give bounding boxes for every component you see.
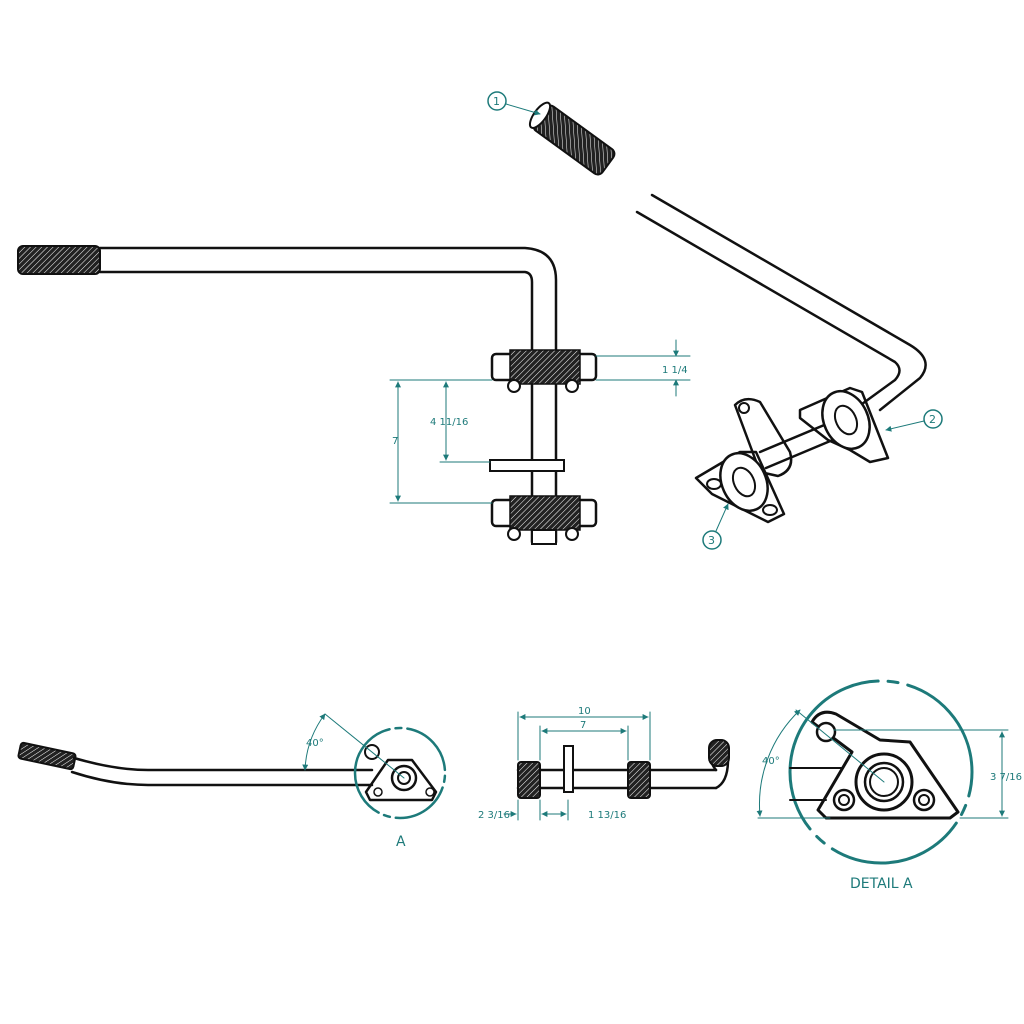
iso-bearing-2	[798, 386, 890, 464]
iso-grip	[528, 101, 616, 176]
balloon-3: 3	[702, 503, 729, 550]
balloon-1: 1	[487, 91, 541, 116]
iso-view: 1 2 3	[487, 91, 943, 550]
iso-pivot-plate	[733, 397, 793, 478]
top-view: 1 1/4 4 11/16 7	[17, 245, 691, 545]
front-view-dimensions: 10 7 2 3/16 1 13/16	[478, 706, 651, 821]
detail-circle-a	[353, 726, 447, 820]
dim-angle: 40°	[306, 738, 324, 749]
front-bearing-left	[517, 761, 541, 799]
side-lever	[72, 756, 374, 772]
svg-text:1: 1	[493, 95, 500, 108]
side-view: 40° A	[17, 713, 447, 850]
detail-bearing	[789, 710, 960, 820]
side-bearing	[364, 744, 438, 802]
side-grip	[17, 741, 77, 771]
front-bearing-right	[627, 761, 651, 799]
iso-bearing-3	[694, 450, 786, 524]
top-bearing	[490, 349, 598, 393]
detail-dimensions: 3 7/16 40°	[756, 709, 1022, 819]
bottom-bearing	[490, 495, 598, 545]
front-view: 10 7 2 3/16 1 13/16	[478, 706, 730, 821]
detail-a: 3 7/16 40° DETAIL A	[756, 679, 1022, 892]
dim-overall: 7	[392, 436, 398, 447]
view-label-a: A	[396, 834, 406, 850]
svg-text:2: 2	[929, 413, 936, 426]
top-collar	[489, 459, 565, 472]
detail-circle	[788, 679, 974, 865]
front-grip	[708, 739, 730, 767]
dim-front-overall: 10	[578, 706, 591, 717]
top-view-dimensions: 1 1/4 4 11/16 7	[389, 339, 691, 504]
dim-detail-angle: 40°	[762, 756, 780, 767]
iso-lever	[650, 193, 927, 412]
dim-detail-height: 3 7/16	[990, 772, 1022, 783]
dim-front-mid: 1 13/16	[588, 810, 626, 821]
top-view-lever	[98, 246, 558, 544]
dim-thickness: 1 1/4	[662, 365, 688, 376]
dim-front-inner: 7	[580, 720, 586, 731]
front-collar	[563, 745, 574, 793]
top-view-grip	[17, 245, 101, 275]
balloon-2: 2	[885, 409, 943, 432]
detail-label: DETAIL A	[850, 876, 913, 892]
dim-spacing: 4 11/16	[430, 417, 468, 428]
dim-front-left: 2 3/16	[478, 810, 510, 821]
svg-text:3: 3	[708, 534, 715, 547]
